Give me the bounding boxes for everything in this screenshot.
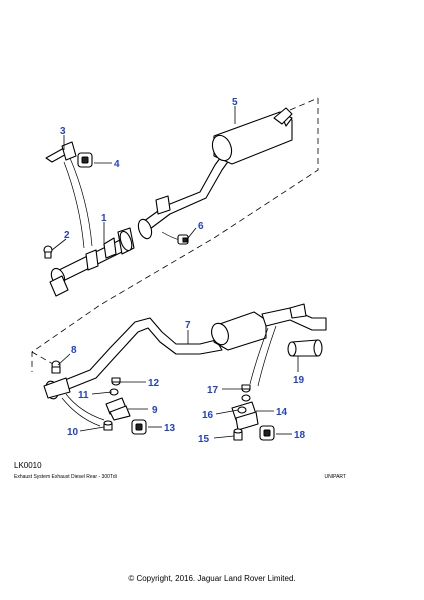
rubber-mounting-part-4 xyxy=(77,152,93,168)
callout-8: 8 xyxy=(71,345,77,356)
callout-19: 19 xyxy=(293,375,305,386)
bolt-part-10 xyxy=(103,420,113,431)
tail-pipe-extension-part-19 xyxy=(287,339,323,357)
mounting-bracket-part-9 xyxy=(105,397,131,421)
callout-15: 15 xyxy=(198,434,210,445)
diagram-reference-code: LK0010 xyxy=(14,461,42,470)
callout-leader-lines xyxy=(51,106,299,439)
callout-7: 7 xyxy=(185,320,191,331)
heat-shield-part-3 xyxy=(45,141,93,249)
assembly-guide-lines xyxy=(31,97,319,372)
callout-11: 11 xyxy=(78,390,89,401)
nut-part-17 xyxy=(241,384,251,402)
callout-9: 9 xyxy=(152,405,158,416)
callout-16: 16 xyxy=(202,410,214,421)
callout-10: 10 xyxy=(67,427,79,438)
callout-numbers: 1 2 3 4 5 6 7 8 9 10 11 12 13 14 15 16 1… xyxy=(60,97,306,445)
bolt-part-15 xyxy=(233,428,243,441)
mounting-part-6 xyxy=(161,231,189,245)
nut-part-12 xyxy=(111,377,121,386)
bolt-part-2 xyxy=(43,245,53,259)
rubber-mounting-part-13 xyxy=(131,419,147,435)
rubber-mounting-part-18 xyxy=(259,425,275,441)
callout-13: 13 xyxy=(164,423,176,434)
callout-12: 12 xyxy=(148,378,160,389)
callout-14: 14 xyxy=(276,407,288,418)
hanger-bracket-part-8 xyxy=(43,360,105,427)
callout-2: 2 xyxy=(64,230,70,241)
rear-hanger-bracket-part-14 xyxy=(231,401,259,431)
tail-pipe-part-7 xyxy=(45,303,327,400)
washer-part-16 xyxy=(237,406,247,414)
callout-1: 1 xyxy=(101,213,107,224)
copyright-notice: © Copyright, 2016. Jaguar Land Rover Lim… xyxy=(128,574,296,583)
intermediate-pipe-part-5 xyxy=(137,107,293,240)
diagram-caption: Exhaust System Exhaust Diesel Rear - 300… xyxy=(14,474,117,480)
callout-18: 18 xyxy=(294,430,306,441)
brand-label: UNIPART xyxy=(324,474,346,480)
callout-17: 17 xyxy=(207,385,219,396)
front-pipe-part-1 xyxy=(49,227,135,297)
callout-3: 3 xyxy=(60,126,66,137)
callout-5: 5 xyxy=(232,97,238,108)
callout-6: 6 xyxy=(198,221,204,232)
callout-4: 4 xyxy=(114,159,120,170)
